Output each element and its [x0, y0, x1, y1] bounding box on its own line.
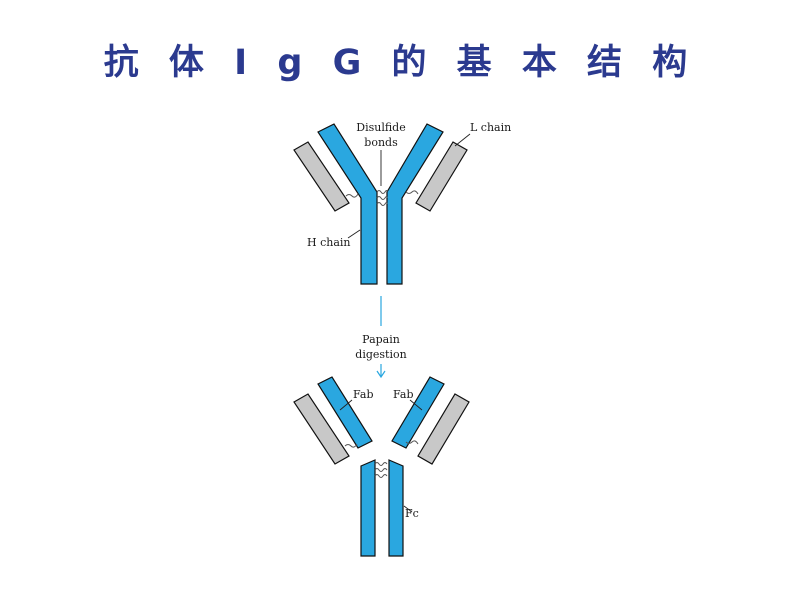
fab-right-heavy: [391, 376, 445, 449]
h-chain-label: H chain: [307, 236, 351, 249]
heavy-chain-left: [317, 123, 378, 285]
light-chain-right: [415, 141, 468, 212]
fc-disulfide-bonds: [374, 462, 388, 478]
slide-title: 抗 体 I g G 的 基 本 结 构: [103, 43, 697, 83]
l-chain-label: L chain: [470, 121, 511, 134]
disulfide-bonds: [345, 190, 419, 206]
fragments: Fab Fab Fc: [293, 376, 470, 557]
fab-left-heavy: [317, 376, 373, 449]
fab-right-light: [417, 393, 470, 465]
digestion-label-line2: digestion: [355, 348, 406, 361]
disulfide-label-line1: Disulfide: [356, 121, 405, 134]
fab-left-light: [293, 393, 350, 465]
fc-heavy-left: [360, 459, 376, 557]
fab-left-label: Fab: [353, 388, 374, 401]
intact-antibody: Disulfide bonds L chain H chain: [293, 121, 511, 285]
digestion-arrow-icon: [376, 364, 386, 379]
fab-right-disulfide: [405, 440, 419, 445]
fc-label: Fc: [405, 507, 419, 520]
fab-left-disulfide: [344, 443, 358, 448]
papain-digestion: Papain digestion: [355, 296, 407, 379]
disulfide-label-line2: bonds: [364, 136, 398, 149]
fab-right-label: Fab: [393, 388, 414, 401]
light-chain-left: [293, 141, 350, 212]
digestion-label-line1: Papain: [362, 333, 400, 346]
fc-heavy-right: [388, 459, 404, 557]
